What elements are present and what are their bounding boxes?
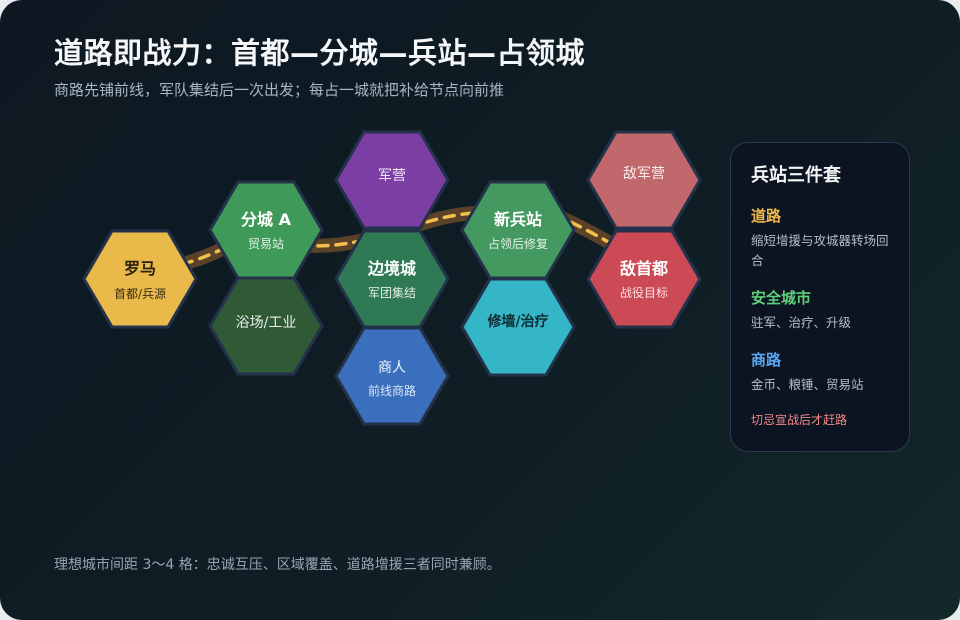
hex-repair-shape <box>460 277 576 377</box>
hex-barracks-shape <box>334 130 450 230</box>
panel-item-trade: 商路 金币、粮锤、贸易站 <box>751 349 889 395</box>
hex-enemy-camp-name: 敌军营 <box>623 166 665 182</box>
hex-enemy-camp[interactable]: 敌军营 <box>586 130 702 230</box>
panel-item-city-desc: 驻军、治疗、升级 <box>751 315 852 330</box>
hex-rome-sub: 首都/兵源 <box>114 287 166 301</box>
hex-repair[interactable]: 修墙/治疗 <box>460 277 576 377</box>
hex-barracks-name: 军营 <box>378 168 406 184</box>
hex-merchant[interactable]: 商人 前线商路 <box>334 326 450 426</box>
hex-border[interactable]: 边境城 军团集结 <box>334 229 450 329</box>
legend-panel: 兵站三件套 道路 缩短增援与攻城器转场回合 安全城市 驻军、治疗、升级 商路 金… <box>730 142 910 452</box>
hex-depot[interactable]: 新兵站 占领后修复 <box>460 180 576 280</box>
hex-rome[interactable]: 罗马 首都/兵源 <box>82 229 198 329</box>
hex-enemy-capital-sub: 战役目标 <box>620 285 668 300</box>
hex-enemy-capital[interactable]: 敌首都 战役目标 <box>586 229 702 329</box>
hex-branch[interactable]: 分城 A 贸易站 <box>208 180 324 280</box>
hex-bath-shape <box>208 276 324 376</box>
hex-repair-name: 修墙/治疗 <box>486 313 548 330</box>
hex-rome-shape <box>82 229 198 329</box>
hex-rome-name: 罗马 <box>124 259 156 278</box>
panel-item-trade-desc: 金币、粮锤、贸易站 <box>751 377 864 392</box>
page-subtitle: 商路先铺前线，军队集结后一次出发；每占一城就把补给节点向前推 <box>54 81 505 99</box>
panel-item-road-desc: 缩短增援与攻城器转场回合 <box>751 233 889 268</box>
hex-bath[interactable]: 浴场/工业 <box>208 276 324 376</box>
hex-border-name: 边境城 <box>367 259 416 278</box>
panel-item-city: 安全城市 驻军、治疗、升级 <box>751 287 889 333</box>
hex-border-sub: 军团集结 <box>368 285 416 300</box>
hex-depot-name: 新兵站 <box>494 210 542 229</box>
panel-item-road: 道路 缩短增援与攻城器转场回合 <box>751 205 889 271</box>
hex-depot-shape <box>460 180 576 280</box>
page-title: 道路即战力：首都—分城—兵站—占领城 <box>54 36 586 70</box>
hex-enemy-camp-shape <box>586 130 702 230</box>
panel-title: 兵站三件套 <box>751 165 841 186</box>
hex-merchant-name: 商人 <box>378 360 406 376</box>
hex-enemy-capital-shape <box>586 229 702 329</box>
hex-enemy-capital-name: 敌首都 <box>620 259 668 278</box>
hex-barracks[interactable]: 军营 <box>334 130 450 230</box>
hex-branch-shape <box>208 180 324 280</box>
hex-branch-name: 分城 A <box>241 210 292 229</box>
hex-merchant-shape <box>334 326 450 426</box>
hex-bath-name: 浴场/工业 <box>236 315 297 331</box>
hex-merchant-sub: 前线商路 <box>368 383 416 398</box>
panel-item-road-head: 道路 <box>751 207 782 225</box>
footer-note: 理想城市间距 3～4 格：忠诚互压、区域覆盖、道路增援三者同时兼顾。 <box>54 557 501 573</box>
panel-warning: 切忌宣战后才赶路 <box>751 413 848 427</box>
panel-item-city-head: 安全城市 <box>751 289 812 307</box>
panel-item-trade-head: 商路 <box>751 351 782 369</box>
hex-depot-sub: 占领后修复 <box>488 236 548 251</box>
hex-branch-sub: 贸易站 <box>248 237 284 251</box>
